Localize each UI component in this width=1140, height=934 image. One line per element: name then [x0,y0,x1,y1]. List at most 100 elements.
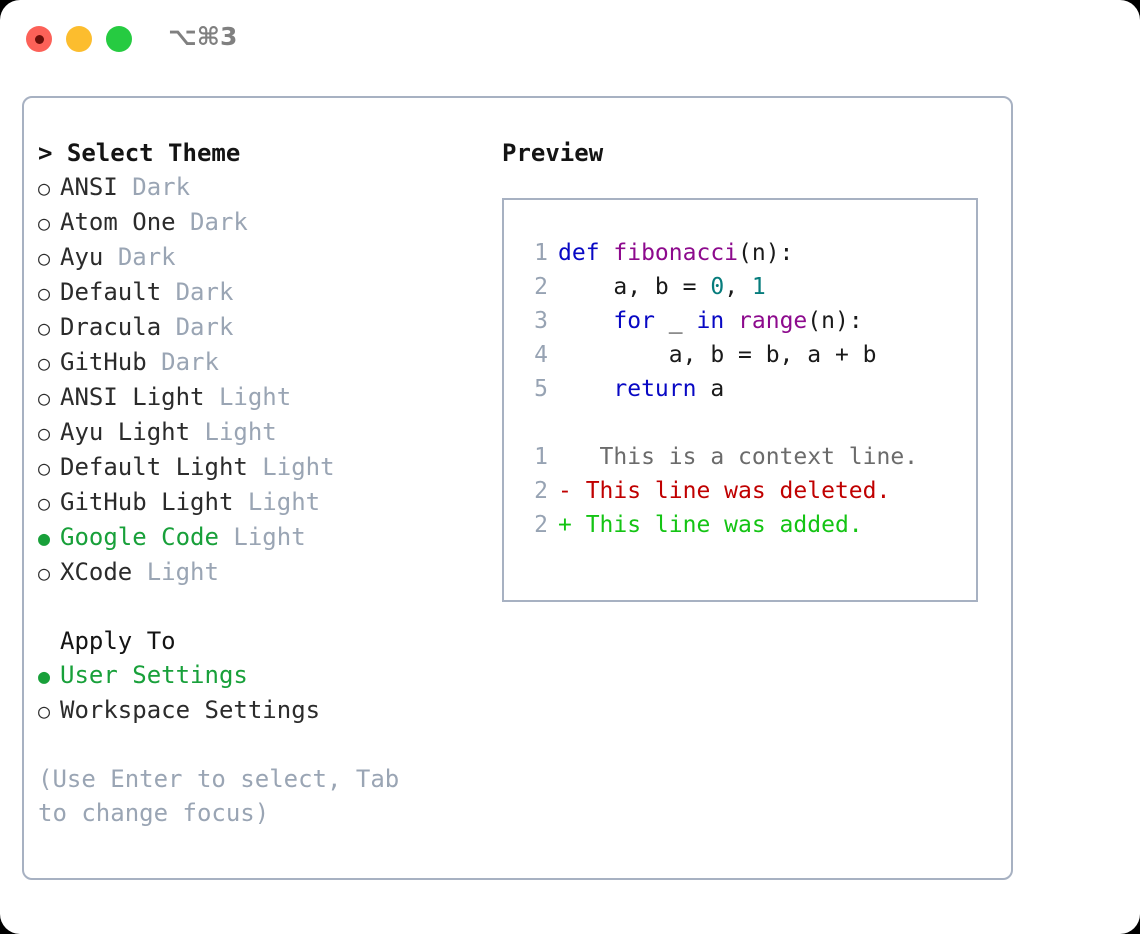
maximize-window-button[interactable] [106,26,132,52]
apply-to-option-label: User Settings [60,661,248,689]
code-token: a, b = b, a + b [558,342,877,368]
theme-option-tag: Dark [132,173,191,201]
theme-option-github[interactable]: ○ GitHub Dark [38,345,478,380]
theme-selector-column: > Select Theme ○ANSI Dark○Atom One Dark○… [38,136,478,830]
theme-option-tag: Dark [175,313,234,341]
theme-option-label: Default Light [60,453,248,481]
theme-option-tag: Light [204,418,277,446]
code-token [558,308,613,334]
radio-unselected-icon: ○ [38,176,51,200]
radio-selected-icon: ● [38,664,51,688]
theme-option-dracula[interactable]: ○Dracula Dark [38,310,478,345]
radio-unselected-icon: ○ [38,351,51,375]
code-line: 4 a, b = b, a + b [504,338,976,372]
code-line: 3 for _ in range(n): [504,304,976,338]
code-token: 1 [751,274,766,300]
line-number: 2 [534,274,548,300]
theme-option-label: Dracula [60,313,162,341]
diff-line-del: 2- This line was deleted. [504,474,976,508]
apply-to-header: Apply To [60,627,176,655]
theme-option-label: Google Code [60,523,219,551]
theme-option-tag: Light [146,558,219,586]
apply-to-option-workspace-settings[interactable]: ○ Workspace Settings [38,693,478,728]
code-token: in [696,308,725,334]
diff-line-add: 2 + This line was added. [504,508,976,542]
theme-option-label: ANSI [60,173,118,201]
code-token: , [724,274,752,300]
theme-option-label: GitHub Light [60,488,234,516]
preview-title: Preview [502,139,604,167]
apply-to-option-label: Workspace Settings [60,696,321,724]
apply-to-option-user-settings[interactable]: ● User Settings [38,658,478,693]
section-spacer [38,590,478,624]
code-line: 2 a, b = 0, 1 [504,270,976,304]
theme-option-list: ○ANSI Dark○Atom One Dark○Ayu Dark○Defaul… [38,170,478,590]
code-token: _ [654,308,697,334]
theme-option-label: Default [60,278,162,306]
diff-sample: 1 This is a context line.2- This line wa… [504,440,976,542]
theme-option-label: ANSI Light [60,383,205,411]
theme-option-tag: Light [262,453,335,481]
theme-option-tag: Light [247,488,321,516]
theme-option-google-code[interactable]: ● Google Code Light [38,520,478,555]
theme-option-label: GitHub [60,348,147,376]
keyboard-shortcut-label: ⌥⌘3 [168,22,238,51]
line-number: 2 [534,512,548,538]
minimize-window-button[interactable] [66,26,92,52]
radio-unselected-icon: ○ [38,281,51,305]
code-line: 5 return a [504,372,976,406]
diff-line-ctx: 1 This is a context line. [504,440,976,474]
radio-unselected-icon: ○ [38,246,51,270]
theme-option-ansi[interactable]: ○ ANSI Dark [38,170,478,205]
line-number: 4 [534,342,548,368]
theme-option-atom-one[interactable]: ○ Atom One Dark [38,205,478,240]
code-token: fibonacci [613,240,739,266]
code-token: (n): [807,308,863,334]
close-window-button[interactable] [26,26,52,52]
theme-option-label: Ayu [60,243,104,271]
theme-option-ansi-light[interactable]: ○ANSI Light Light [38,380,478,415]
code-token: range [738,308,808,334]
main-panel: > Select Theme ○ANSI Dark○Atom One Dark○… [22,96,1013,880]
theme-option-tag: Dark [117,243,176,271]
theme-option-tag: Light [233,523,306,551]
code-token: def [558,240,614,266]
theme-option-ayu[interactable]: ○ Ayu Dark [38,240,478,275]
line-number: 1 [534,240,548,266]
radio-unselected-icon: ○ [38,561,51,585]
radio-unselected-icon: ○ [38,386,51,410]
keyboard-hint-text: (Use Enter to select, Tab to change focu… [38,765,400,827]
code-token [558,376,613,402]
theme-option-tag: Dark [190,208,248,236]
theme-option-label: Atom One [60,208,176,236]
code-token: a [696,376,725,402]
apply-to-option-list: ● User Settings ○ Workspace Settings [38,658,478,728]
theme-option-ayu-light[interactable]: ○Ayu Light Light [38,415,478,450]
radio-unselected-icon: ○ [38,699,51,723]
code-diff-spacer [504,406,976,440]
diff-line-text: This is a context line. [558,444,919,470]
theme-option-default[interactable]: ○ Default Dark [38,275,478,310]
theme-option-github-light[interactable]: ○GitHub Light Light [38,485,478,520]
theme-option-xcode[interactable]: ○ XCode Light [38,555,478,590]
radio-unselected-icon: ○ [38,211,51,235]
theme-option-label: XCode [60,558,133,586]
theme-option-tag: Dark [175,278,234,306]
theme-option-tag: Dark [161,348,219,376]
code-token: a, b = [558,274,711,300]
radio-selected-icon: ● [38,526,51,550]
title-bar: ⌥⌘3 [0,0,1140,78]
code-token: return [613,376,697,402]
line-number: 5 [534,376,548,402]
theme-option-default-light[interactable]: ○Default Light Light [38,450,478,485]
diff-line-text: + This line was added. [558,512,863,538]
code-token [724,308,738,334]
line-number: 1 [534,444,548,470]
line-number: 3 [534,308,548,334]
diff-line-text: - This line was deleted. [558,478,891,504]
